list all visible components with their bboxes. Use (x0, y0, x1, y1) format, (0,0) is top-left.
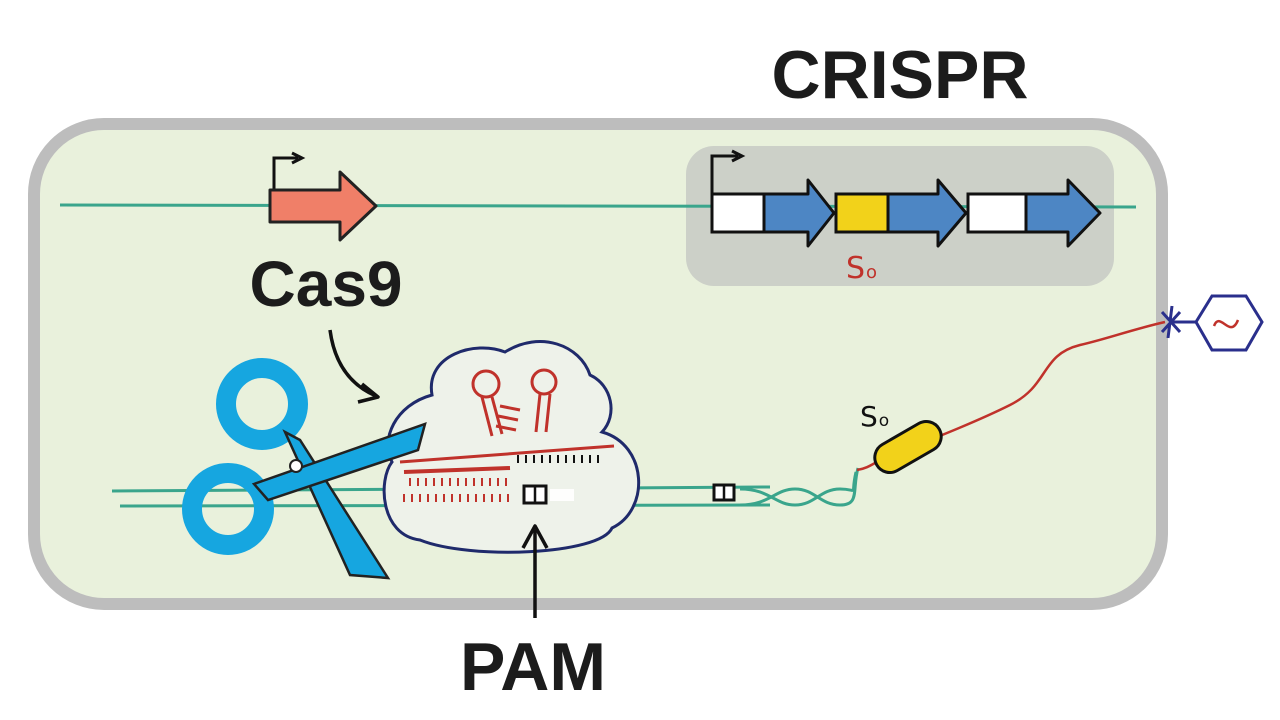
phage-icon (1160, 294, 1264, 352)
spacer-s0 (834, 192, 890, 234)
phage-spacer (873, 420, 943, 474)
title: CRISPR (772, 37, 1029, 113)
cas9-protein (382, 340, 641, 554)
guide-rna-base-pairs (403, 478, 509, 502)
phage-spacer-label: So (860, 400, 889, 433)
spacer-array-label: So (846, 251, 877, 286)
promoter-arrow-icon (272, 156, 298, 195)
crispr-array: So (710, 149, 1102, 286)
promoter-arrow-icon (710, 154, 738, 196)
cas9-pointer-arrow (328, 329, 377, 398)
guide-rna (399, 368, 615, 474)
cas9-label: Cas9 (250, 248, 403, 320)
target-strand-bases (517, 455, 599, 463)
cas9-gene (268, 151, 378, 242)
scissors-icon (182, 358, 427, 580)
pam-label: PAM (460, 629, 606, 705)
